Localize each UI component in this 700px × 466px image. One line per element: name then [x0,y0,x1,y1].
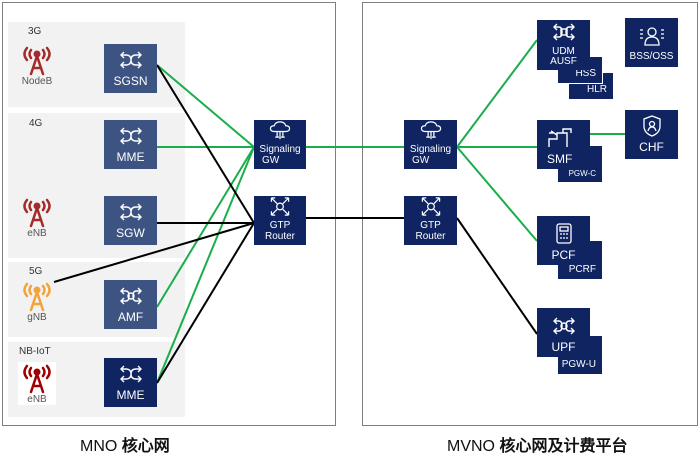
amf-node[interactable]: AMF [104,280,157,329]
node-label-line1: GTP [269,220,291,231]
line-mme2-sgw-gw [156,146,255,384]
smf-node[interactable]: SMF [537,120,590,169]
amf-hub-icon [119,287,142,305]
router-icon [270,197,290,216]
caption-suffix: 核心网及计费平台 [499,438,628,455]
switch-arrows-icon [119,51,142,69]
node-label: MME [116,388,145,402]
line-gtp-upf [456,217,538,335]
switch-arrows-icon [119,203,142,221]
switch-arrows-icon [119,365,142,383]
node-label: CHF [639,140,664,154]
tower-enb-nbiot: eNB [18,362,56,405]
mvno-gtp-router[interactable]: GTP Router [404,196,457,245]
switch-arrows-icon [119,127,142,145]
mvno-signaling-gw[interactable]: Signaling GW [404,120,457,169]
caption-suffix: 核心网 [121,438,170,455]
upf-hub-icon [552,317,575,335]
mme-nbiot-node[interactable]: MME [104,358,157,407]
antenna-icon [23,46,51,76]
node-label: HLR [586,84,607,95]
pcf-node[interactable]: PCF [537,216,590,265]
antenna-icon [23,364,51,394]
node-label: MME [116,150,145,164]
group-label-nbiot: NB-IoT [19,346,51,357]
user-management-icon [639,27,664,46]
node-label-line1: Signaling [409,144,452,155]
tower-gnb: gNB [18,280,56,323]
group-label-5g: 5G [29,266,43,277]
node-label: PGW-U [561,359,596,370]
sgw-node[interactable]: SGW [104,196,157,245]
mno-gtp-router[interactable]: GTP Router [254,196,306,245]
node-label-line1: GTP [420,220,441,231]
node-label: SMF [547,152,573,166]
group-label-4g: 4G [29,118,43,129]
node-label: SGW [116,226,145,240]
line-mme2-gtp [156,222,255,384]
upf-node[interactable]: UPF [537,308,590,357]
line-sgsn-sgw-gw [156,64,255,148]
chf-node[interactable]: CHF [625,110,678,159]
node-label: PGW-C [568,169,596,178]
sgsn-node[interactable]: SGSN [104,44,157,93]
udm-hub-icon [552,23,575,41]
tower-nodeb: NodeB [18,44,56,87]
node-label: PCRF [568,264,596,275]
node-label-line2: GW [412,155,430,166]
cloud-icon [420,121,441,140]
line-amf-sgw-gw [156,146,255,308]
line-gnb-gtp [53,222,255,283]
line-sgsn-gtp [156,64,255,224]
tower-label: gNB [27,312,47,323]
node-label: AMF [117,310,144,324]
tower-enb: eNB [18,196,56,239]
node-label: PCF [551,248,576,262]
caption-prefix: MNO [80,438,118,455]
antenna-icon [23,282,51,312]
calculator-icon [555,223,572,244]
tower-label: eNB [27,228,47,239]
line-gw-udm [456,39,538,148]
bss-oss-node[interactable]: BSS/OSS [625,18,678,67]
cloud-icon [269,121,291,140]
node-label: SGSN [113,74,148,88]
node-label-line1: Signaling [259,144,301,155]
line-gw-pcf [456,146,538,242]
shield-user-icon [642,115,661,137]
mno-signaling-gw[interactable]: Signaling GW [254,120,306,169]
mvno-caption: MVNO 核心网及计费平台 [447,432,627,456]
tower-label: NodeB [21,76,53,87]
node-label-line2: Router [264,231,295,242]
caption-prefix: MVNO [447,438,495,455]
udm-ausf-node[interactable]: UDM AUSF [537,20,590,70]
pipe-icon [548,128,572,147]
node-label-line2: AUSF [550,56,577,67]
mno-caption: MNO 核心网 [80,432,170,456]
router-icon [421,197,440,216]
node-label: BSS/OSS [629,51,674,62]
node-label: UPF [551,340,576,354]
node-label: HSS [575,68,596,79]
antenna-icon [23,198,51,228]
node-label-line2: GW [262,155,280,166]
node-label-line1: UDM [552,46,575,57]
group-label-3g: 3G [28,26,42,37]
node-label-line2: Router [415,231,446,242]
tower-label: eNB [27,394,47,405]
mme-node[interactable]: MME [104,120,157,169]
